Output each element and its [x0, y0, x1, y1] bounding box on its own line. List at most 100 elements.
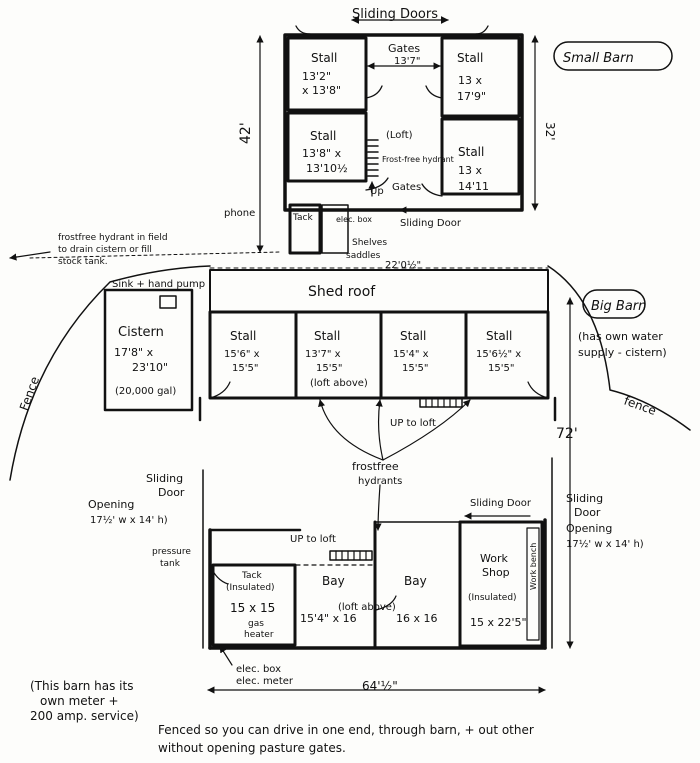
big-stall-3-dims1: 15'4" x: [393, 349, 429, 360]
tack-room-note: (Insulated): [226, 583, 275, 593]
opening-left-1: Opening: [88, 498, 134, 511]
cistern-dims1: 17'8" x: [114, 346, 154, 359]
big-stall-4-dims1: 15'6½" x: [476, 348, 521, 360]
opening-left-2: 17½' w x 14' h): [90, 514, 168, 526]
bay1-name: Bay: [322, 574, 345, 588]
stall-tl-name: Stall: [311, 51, 337, 65]
sliding-door-right-2: Door: [574, 506, 601, 519]
sink-outline: [159, 295, 177, 309]
stall-ml-name: Stall: [310, 129, 336, 143]
stall-tl-dims2: x 13'8": [302, 84, 341, 97]
stall-tr-name: Stall: [457, 51, 483, 65]
fence-left-line: [9, 265, 211, 481]
stall-ml-dims1: 13'8" x: [302, 147, 342, 160]
sliding-door-left-2: Door: [158, 486, 185, 499]
big-stall-1-name: Stall: [230, 329, 256, 343]
workshop-name-2: Shop: [482, 566, 510, 579]
big-barn-title-box: [582, 289, 646, 319]
up-to-loft-top-label: UP to loft: [390, 418, 436, 429]
length-dim-label: 72': [556, 426, 578, 442]
gate-arc: [425, 85, 443, 99]
hydrant-pointer: [374, 484, 382, 531]
stall-outline-ml: [286, 111, 368, 183]
meter-note-2: own meter +: [40, 694, 119, 708]
gates-top-label: Gates: [388, 42, 420, 55]
loft-stairs: [367, 139, 379, 177]
big-loft-stairs: [419, 397, 463, 408]
up-label: Up: [370, 186, 384, 197]
sliding-door-bottom-label: Sliding Door: [400, 218, 462, 229]
tack-label: Tack: [292, 213, 313, 223]
cistern-dims2: 23'10": [132, 361, 168, 374]
hydrant-pointer: [318, 399, 384, 461]
gate-arc: [365, 85, 383, 99]
loft-label: (Loft): [386, 130, 413, 141]
workbench-outline: [526, 527, 540, 641]
door-swing: [527, 381, 549, 399]
stall-ml-dims2: 13'10½: [306, 162, 348, 175]
hydrant-pointer: [382, 399, 471, 461]
stall-mr-dims1: 13 x: [458, 164, 482, 177]
small-elec-box-label: elec. box: [336, 215, 372, 224]
cistern-outline: [103, 288, 194, 412]
sliding-doors-label: Sliding Doors: [352, 7, 438, 22]
big-stall-3-name: Stall: [400, 329, 426, 343]
stall-outline-tl: [286, 36, 368, 112]
frostfree-label-2: hydrants: [358, 476, 402, 487]
hydrant-field-note-2: to drain cistern or fill: [58, 245, 152, 255]
workbench-label: Work bench: [529, 543, 538, 590]
opening-right-2: 17½' w x 14' h): [566, 538, 644, 550]
sink-pump-label: Sink + hand pump: [112, 279, 205, 290]
stall-outline-tr: [440, 36, 521, 118]
up-to-loft-bottom-label: UP to loft: [290, 534, 336, 545]
bay2-name: Bay: [404, 574, 427, 588]
shed-roof-outline: [209, 269, 549, 313]
workshop-note: (Insulated): [468, 593, 517, 603]
tack-room-outline: [211, 563, 297, 647]
big-stall-1-dims2: 15'5": [232, 363, 258, 374]
shed-roof-label: Shed roof: [308, 284, 376, 300]
big-stall-4-name: Stall: [486, 329, 512, 343]
heater-label-2: heater: [244, 630, 274, 640]
stall-row-outline: [208, 310, 550, 400]
frostfree-label-1: frostfree: [352, 460, 399, 473]
door-swing: [209, 381, 231, 399]
pressure-tank-1: pressure: [152, 547, 191, 557]
gate-arc: [421, 183, 443, 197]
heater-label-1: gas: [248, 619, 264, 629]
bay1-dims: 15'4" x 16: [300, 612, 357, 625]
small-barn-title: Small Barn: [563, 51, 634, 66]
hydrant-field-note-1: frostfree hydrant in field: [58, 233, 168, 243]
cistern-capacity: (20,000 gal): [115, 386, 176, 397]
big-water-note-1: (has own water: [578, 330, 663, 343]
workshop-name-1: Work: [480, 552, 508, 565]
stall-outline-mr: [440, 117, 521, 196]
big-stall-2-extra: (loft above): [310, 378, 368, 389]
tack-room-name: Tack: [241, 571, 262, 581]
elec-pointer: [219, 645, 233, 666]
height-dim-label: 42': [238, 122, 254, 144]
hydrant-field-arrow: [9, 251, 51, 261]
elec-box-label: elec. box: [236, 664, 281, 675]
big-stall-2-name: Stall: [314, 329, 340, 343]
hydrant-field-note-3: stock tank.: [58, 257, 108, 267]
small-barn: [256, 16, 539, 255]
big-stall-3-dims2: 15'5": [402, 363, 428, 374]
hydrant-pointer: [375, 399, 384, 461]
big-barn: [9, 265, 691, 694]
stall-tl-dims1: 13'2": [302, 70, 331, 83]
fenced-note-2: without opening pasture gates.: [158, 741, 346, 755]
door-swing: [209, 564, 229, 585]
hydrant-label: Frost-free hydrant: [382, 155, 454, 164]
sliding-door-left-1: Sliding: [146, 472, 183, 485]
stall-tr-dims1: 13 x: [458, 74, 482, 87]
phone-label: phone: [224, 208, 255, 219]
door-swing: [375, 595, 397, 611]
big-stall-2-dims2: 15'5": [316, 363, 342, 374]
shelves-outline: [321, 204, 349, 254]
fenced-note-1: Fenced so you can drive in one end, thro…: [158, 723, 534, 737]
big-stall-2-dims1: 13'7" x: [305, 349, 341, 360]
stall-mr-name: Stall: [458, 145, 484, 159]
